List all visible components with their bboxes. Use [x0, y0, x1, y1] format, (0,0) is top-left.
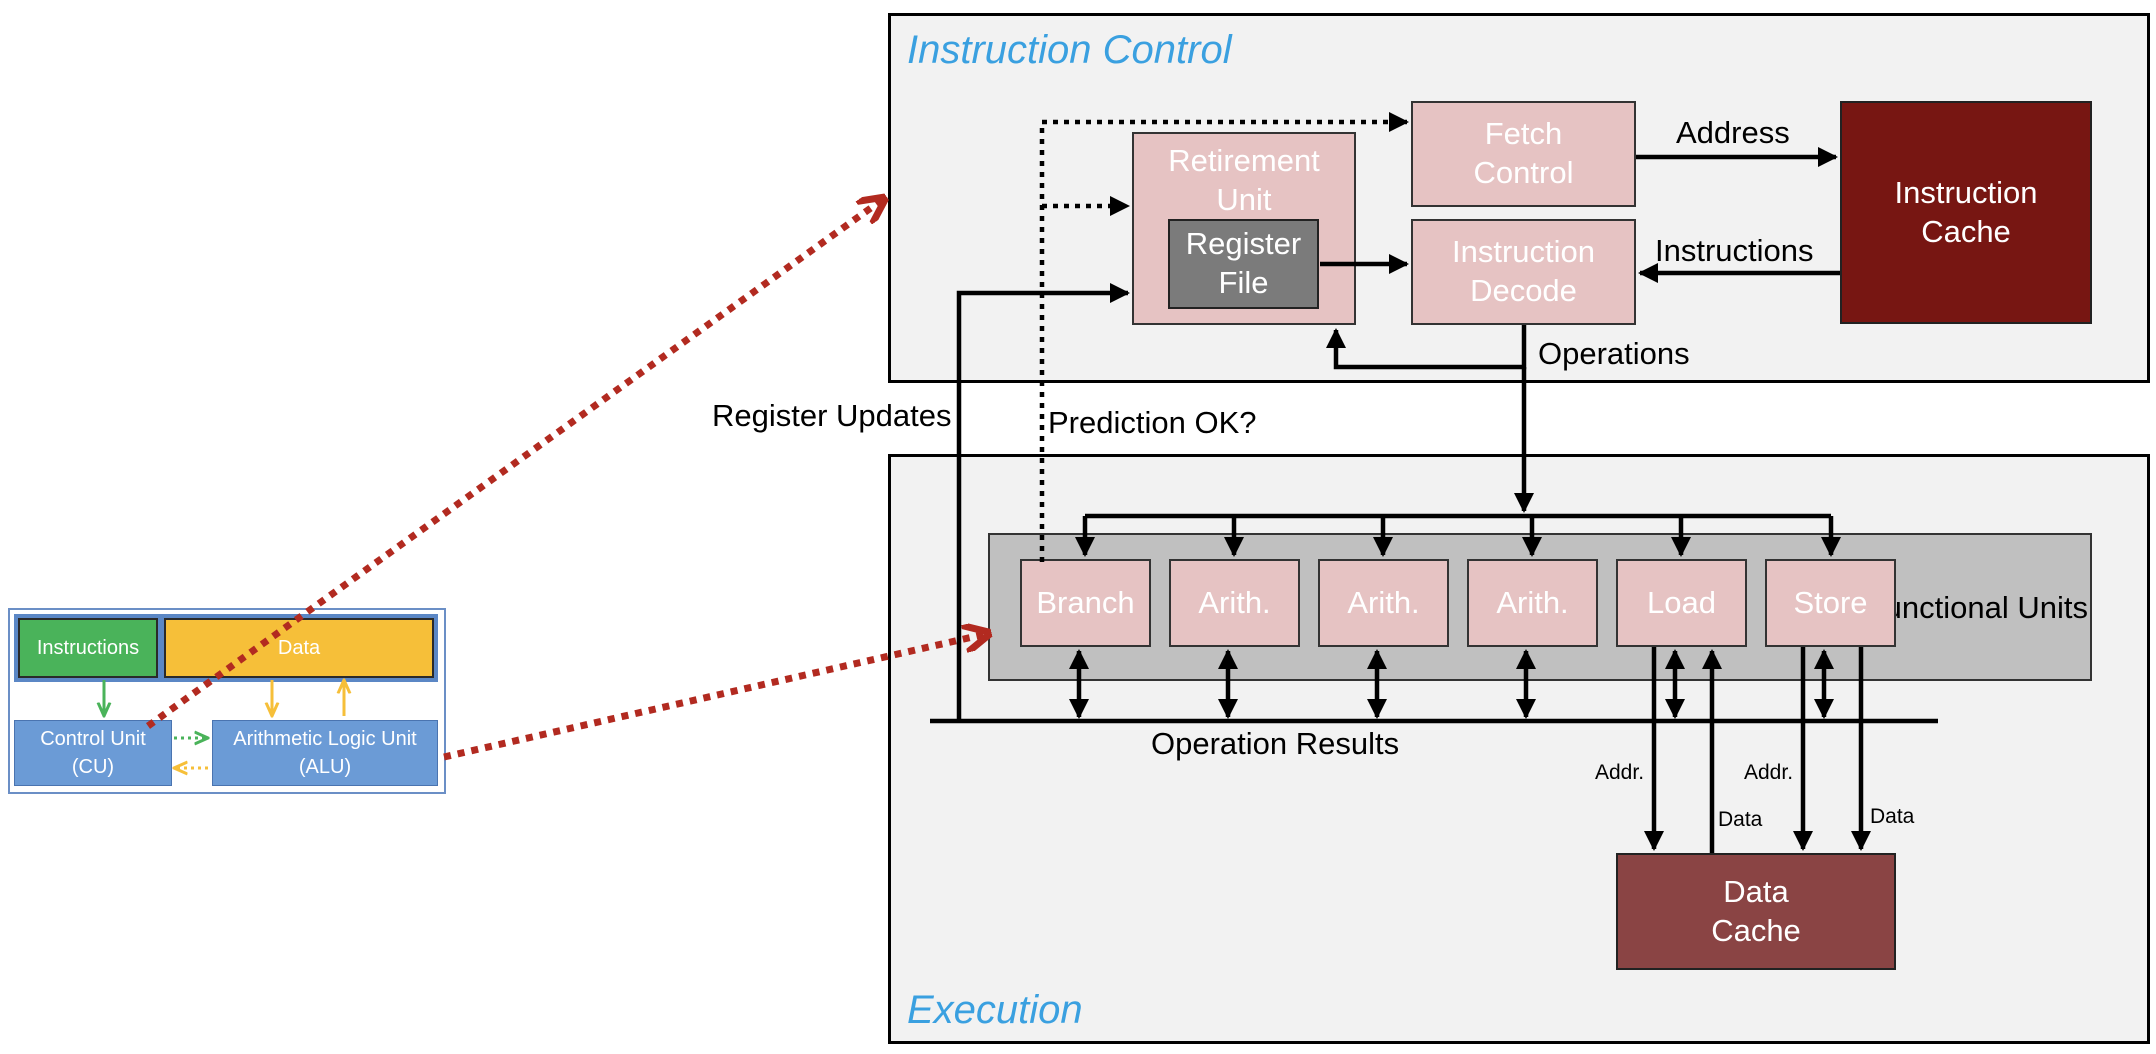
- operations-bus: [1085, 516, 1831, 555]
- pointer-arrows: [148, 200, 986, 757]
- mini-arrows: [104, 680, 344, 768]
- instruction-control-arrows: [959, 157, 1840, 720]
- prediction-feedback-arrows: [1042, 122, 1407, 562]
- operation-results-bus: [930, 651, 1938, 721]
- data-cache-links: [1654, 647, 1861, 853]
